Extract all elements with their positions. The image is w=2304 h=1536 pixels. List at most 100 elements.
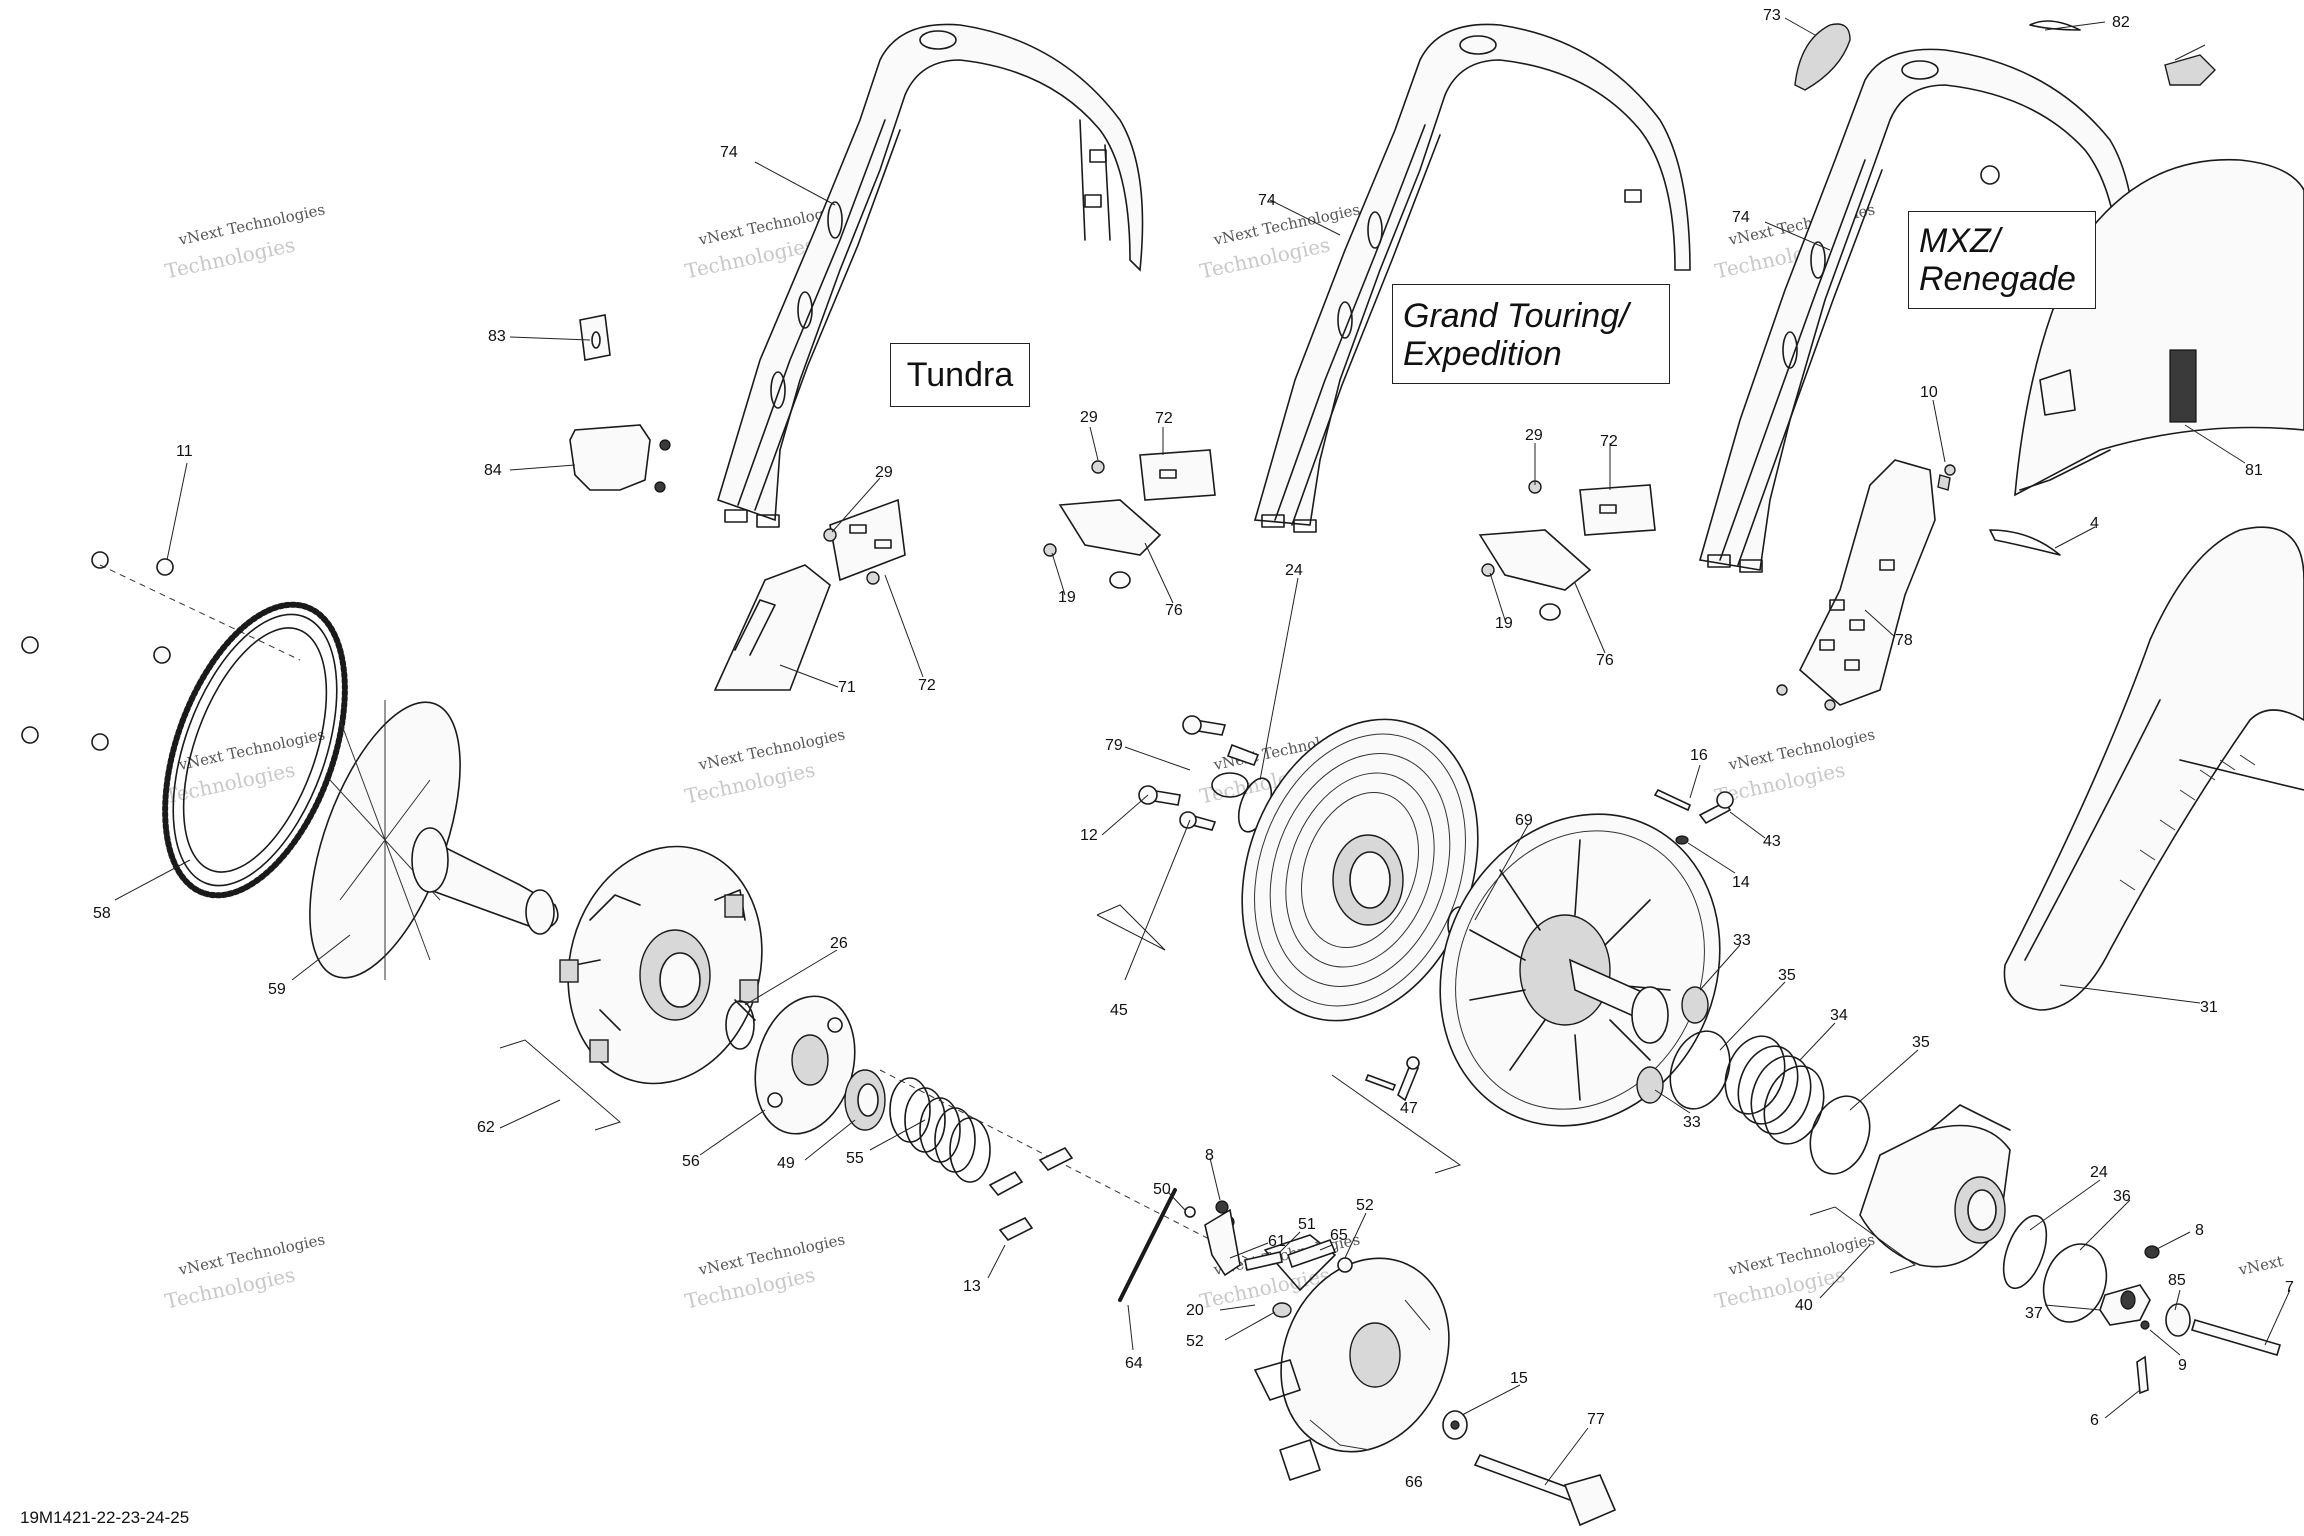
callout-number: 16: [1690, 747, 1708, 764]
callout-number: 29: [1525, 427, 1543, 444]
callout-number: 76: [1596, 652, 1614, 669]
callout-number: 8: [2195, 1222, 2204, 1239]
callout-number: 72: [918, 677, 936, 694]
callout-number: 8: [1205, 1147, 1214, 1164]
callout-number: 31: [2200, 999, 2218, 1016]
callout-number: 37: [2025, 1305, 2043, 1322]
retaining-ring: [725, 1000, 755, 1050]
bracket-mxz: [1776, 459, 1956, 711]
callout-number: 47: [1400, 1100, 1418, 1117]
driven-pulley-fasteners: [1138, 715, 1273, 833]
callout-number: 29: [1080, 409, 1098, 426]
spider-plate: [754, 995, 856, 1135]
callout-number: 9: [2178, 1357, 2187, 1374]
callout-number: 84: [484, 462, 502, 479]
governor-cup: [1254, 1234, 1450, 1481]
model-label-text: Grand Touring/: [1403, 297, 1629, 335]
callout-number: 56: [682, 1153, 700, 1170]
callout-number: 33: [1683, 1114, 1701, 1131]
callout-number: 72: [1155, 410, 1173, 427]
callout-number: 15: [1510, 1370, 1528, 1387]
model-label-text: Tundra: [906, 355, 1014, 394]
fixed-sheave: [309, 700, 559, 980]
callout-number: 72: [1600, 433, 1618, 450]
callout-number: 10: [1920, 384, 1938, 401]
callout-number: 81: [2245, 462, 2263, 479]
driven-small-parts: [1364, 788, 1734, 1102]
callout-number: 36: [2113, 1188, 2131, 1205]
leader-lines: [114, 17, 2291, 1486]
axis-line: [879, 1069, 1251, 1261]
brackets-grand-touring-2: [1478, 480, 1656, 621]
callout-number: 74: [1732, 209, 1750, 226]
callout-number: 43: [1763, 833, 1781, 850]
callout-number: 4: [2090, 515, 2099, 532]
bolts-13: [988, 1146, 1074, 1242]
callout-number: 19: [1058, 589, 1076, 606]
brackets-grand-touring-1: [1043, 449, 1216, 589]
callout-number: 20: [1186, 1302, 1204, 1319]
callout-number: 14: [1732, 874, 1750, 891]
callout-number: 35: [1912, 1034, 1930, 1051]
clips-83-84: [569, 314, 671, 493]
group-brackets: [499, 904, 1917, 1274]
callout-number: 12: [1080, 827, 1098, 844]
callout-number: 11: [176, 443, 193, 460]
callout-number: 26: [830, 935, 848, 952]
callout-number: 49: [777, 1155, 795, 1172]
callout-number: 24: [2090, 1164, 2108, 1181]
driven-cam-assembly: [1859, 1104, 2281, 1395]
callout-number: 34: [1830, 1007, 1848, 1024]
callout-number: 52: [1356, 1197, 1374, 1214]
callout-number: 71: [838, 679, 856, 696]
model-label-tundra: Tundra: [890, 343, 1030, 407]
brackets-tundra: [713, 498, 906, 691]
callout-number: 35: [1778, 967, 1796, 984]
model-label-text: Expedition: [1403, 335, 1562, 373]
callout-number: 58: [93, 905, 111, 922]
callout-number: 77: [1587, 1411, 1605, 1428]
drive-belt: [2003, 526, 2304, 1011]
belt-guard-cover: [2014, 158, 2304, 497]
model-label-text: MXZ/: [1919, 222, 2001, 260]
callout-number: 52: [1186, 1333, 1204, 1350]
callout-number: 55: [846, 1150, 864, 1167]
callout-number: 29: [875, 464, 893, 481]
callout-number: 74: [1258, 192, 1276, 209]
callout-number: 78: [1895, 632, 1913, 649]
callout-number: 64: [1125, 1355, 1143, 1372]
drive-spring: [889, 1077, 991, 1183]
callout-number: 6: [2090, 1412, 2099, 1429]
callout-number: 62: [477, 1119, 495, 1136]
callout-number: 19: [1495, 615, 1513, 632]
callout-number: 82: [2112, 14, 2130, 31]
watermark-text: vNext: [2236, 1252, 2285, 1279]
callout-number: 83: [488, 328, 506, 345]
model-label-grand-touring: Grand Touring/ Expedition: [1392, 284, 1670, 384]
callout-number: 7: [2285, 1279, 2294, 1296]
callout-number: 69: [1515, 812, 1533, 829]
bushing: [844, 1069, 886, 1131]
bolts-11: [21, 551, 301, 751]
movable-sheave: [559, 845, 763, 1085]
callout-number: 40: [1795, 1297, 1813, 1314]
model-label-mxz: MXZ/ Renegade: [1908, 211, 2096, 309]
callout-number: 33: [1733, 932, 1751, 949]
callout-number: 73: [1763, 7, 1781, 24]
driven-movable-sheave: [1439, 813, 1721, 1127]
ring-gear: [162, 601, 348, 899]
pin: [1118, 1188, 1177, 1302]
callout-number: 45: [1110, 1002, 1128, 1019]
model-label-text: Renegade: [1919, 260, 2076, 298]
callout-number: 13: [963, 1278, 981, 1295]
washer-and-bolt: [1442, 1410, 1617, 1527]
driven-fixed-sheave: [1241, 718, 1479, 1022]
callout-number: 76: [1165, 602, 1183, 619]
callout-number: 50: [1153, 1181, 1171, 1198]
callout-number: 85: [2168, 1272, 2186, 1289]
driven-spring-assembly: [1636, 986, 1871, 1175]
belt-guard-tundra: [717, 23, 1144, 528]
small-parts-top-right: [1794, 20, 2216, 91]
callout-number: 74: [720, 144, 738, 161]
